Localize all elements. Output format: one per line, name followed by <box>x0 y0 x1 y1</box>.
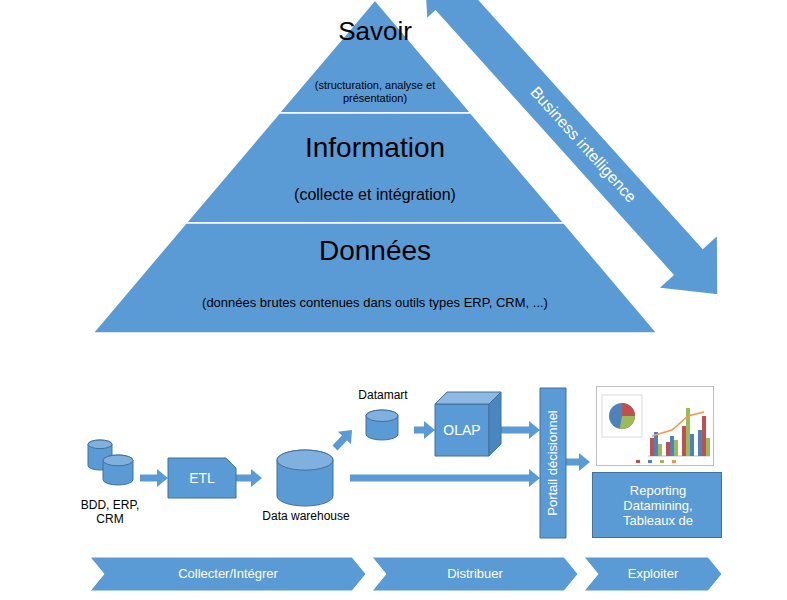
node-text: Business intelligence <box>526 83 640 206</box>
etl-box <box>168 458 236 498</box>
chart-illustration <box>596 386 714 466</box>
arrow-head <box>424 421 435 439</box>
cylinder-top <box>88 440 112 449</box>
pyramid-band: Information (collecte et intégration) <box>186 113 564 223</box>
arrow-head <box>529 421 540 439</box>
cube-side <box>489 392 501 456</box>
pyramid-band <box>186 113 564 223</box>
flow-arrow <box>140 469 168 487</box>
database-node: BDD, ERP, CRM <box>80 438 140 533</box>
phase-chevron: Exploiter <box>584 557 722 591</box>
chart-legend <box>636 460 676 463</box>
pie-slice <box>622 403 635 416</box>
cylinder-top <box>277 450 333 470</box>
portal-box: Portail décisionnel <box>540 388 566 538</box>
flow-arrow <box>501 421 540 439</box>
node-text: Exploiter <box>628 567 679 582</box>
trend-line <box>652 412 704 436</box>
arrow-shaft <box>335 437 345 448</box>
etl-box: ETL <box>168 458 236 498</box>
cylinder-top <box>366 410 398 422</box>
datamart: Datamart <box>352 388 414 443</box>
pyramid-band <box>93 223 657 333</box>
cylinder-body <box>103 455 133 485</box>
double-arrow-band-outline <box>400 0 730 310</box>
node-text: Reporting Datamining, Tableaux de <box>598 484 718 529</box>
pyramid-band: Données (données brutes contenues dans ou… <box>93 223 657 333</box>
arrow-head <box>529 469 540 487</box>
cylinder-body <box>366 410 398 440</box>
pyramid-band-outline <box>186 113 564 223</box>
arrow-head <box>579 453 590 471</box>
node-text: BDD, ERP, CRM <box>78 499 142 527</box>
node-text: ETL <box>189 470 215 486</box>
node-text: OLAP <box>443 422 480 438</box>
cube-front <box>435 404 489 456</box>
node-text: Portail décisionnel <box>546 410 561 516</box>
bar-group <box>650 408 710 456</box>
arrow-shaft <box>140 475 158 482</box>
flow-arrow <box>335 430 352 448</box>
phase-chevron: Collecter/Intégrer <box>90 557 366 591</box>
pie-slice <box>620 416 635 429</box>
arrow-head <box>338 430 352 444</box>
arrow-shaft <box>501 427 530 434</box>
arrow-head <box>157 469 168 487</box>
arrow-shaft <box>350 475 530 482</box>
chevron-band <box>584 557 722 591</box>
cylinder-body <box>277 450 333 506</box>
arrow-head <box>251 469 262 487</box>
double-arrow-band: Business intelligence <box>400 0 730 310</box>
arrow-shaft <box>566 459 580 466</box>
flow-arrow <box>236 469 262 487</box>
node-text: Collecter/Intégrer <box>178 567 278 582</box>
flow-arrow <box>414 421 435 439</box>
node-text: Données <box>319 235 431 267</box>
olap-cube: OLAP <box>435 392 501 456</box>
arrow-shaft <box>414 427 425 434</box>
node-text: Datamart <box>358 389 407 403</box>
pie-slice <box>609 403 635 429</box>
node-text: Savoir <box>338 17 412 47</box>
flow-arrow <box>350 469 540 487</box>
node-text: (structuration, analyse et présentation) <box>305 79 445 104</box>
arrow-shaft <box>236 475 252 482</box>
chevron-band <box>90 557 366 591</box>
flow-arrow <box>566 453 590 471</box>
chart-frame <box>597 387 714 466</box>
chevron-band <box>372 557 578 591</box>
pie-frame <box>602 395 642 437</box>
portal-box <box>540 388 566 538</box>
phase-chevron: Distribuer <box>372 557 578 591</box>
node-text: (données brutes contenues dans outils ty… <box>195 296 555 311</box>
double-arrow-band <box>424 0 718 295</box>
reporting-node: Reporting Datamining, Tableaux de <box>590 385 724 540</box>
node-text: Information <box>305 132 445 164</box>
cylinder-top <box>103 455 133 466</box>
data-warehouse: Data warehouse <box>262 448 350 528</box>
reporting-box: Reporting Datamining, Tableaux de <box>592 472 722 538</box>
node-text: Distribuer <box>447 567 503 582</box>
node-text: (collecte et intégration) <box>294 186 456 204</box>
node-text: Data warehouse <box>262 510 349 524</box>
